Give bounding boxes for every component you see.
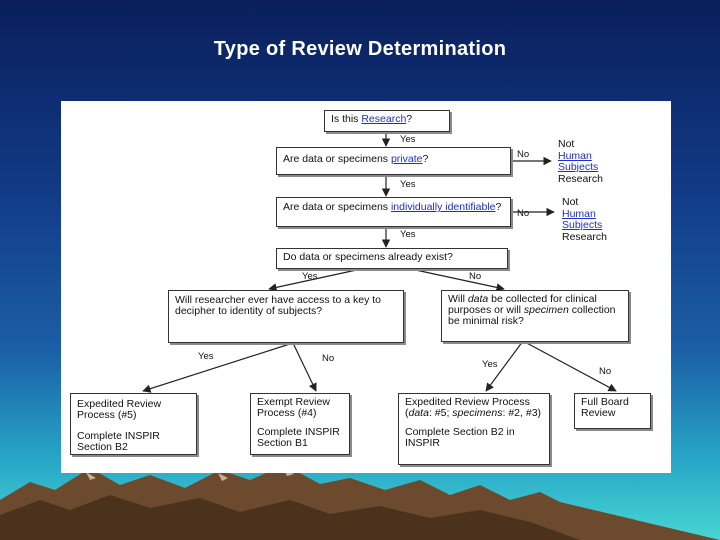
result-expedited-review-5: Expedited Review Process (#5)Complete IN…: [70, 393, 197, 455]
edge-label-no-private: No: [517, 149, 530, 160]
slide-title: Type of Review Determination: [213, 38, 507, 60]
edge-label-no-identifiable: No: [517, 208, 530, 219]
edge-label-yes-clinical: Yes: [482, 359, 498, 370]
edge-label-yes-exist: Yes: [302, 271, 318, 282]
edge-label-no-key: No: [322, 353, 335, 364]
edge-label-yes-key: Yes: [198, 351, 214, 362]
edge-label-yes-research: Yes: [400, 134, 416, 145]
decision-clinical-purposes: Will data be collected for clinical purp…: [441, 290, 629, 342]
flowchart-panel: Is this Research? Are data or specimens …: [61, 101, 671, 473]
decision-identifiable: Are data or specimens individually ident…: [276, 197, 511, 227]
outcome-not-human-subjects-1: Not Human Subjects Research: [558, 138, 603, 185]
result-expedited-review-data-specimens: Expedited Review Process (data: #5; spec…: [398, 393, 550, 465]
outcome-not-human-subjects-2: Not Human Subjects Research: [562, 196, 607, 243]
identifiable-link[interactable]: individually identifiable: [390, 201, 496, 213]
edge-label-no-clinical: No: [599, 366, 612, 377]
flowchart-connectors: [142, 132, 617, 393]
result-exempt-review: Exempt Review Process (#4)Complete INSPI…: [250, 393, 350, 455]
decision-is-research: Is this Research?: [324, 110, 450, 132]
mountain-range-decoration: [0, 465, 720, 540]
result-full-board-review: Full Board Review: [574, 393, 651, 429]
edge-label-no-exist: No: [469, 271, 482, 282]
decision-private: Are data or specimens private?: [276, 147, 511, 175]
edge-label-yes-identifiable: Yes: [400, 229, 416, 240]
decision-key-access: Will researcher ever have access to a ke…: [168, 290, 404, 343]
research-link[interactable]: Research: [361, 113, 407, 125]
private-link[interactable]: private: [390, 153, 423, 165]
edge-label-yes-private: Yes: [400, 179, 416, 190]
decision-already-exist: Do data or specimens already exist?: [276, 248, 508, 269]
